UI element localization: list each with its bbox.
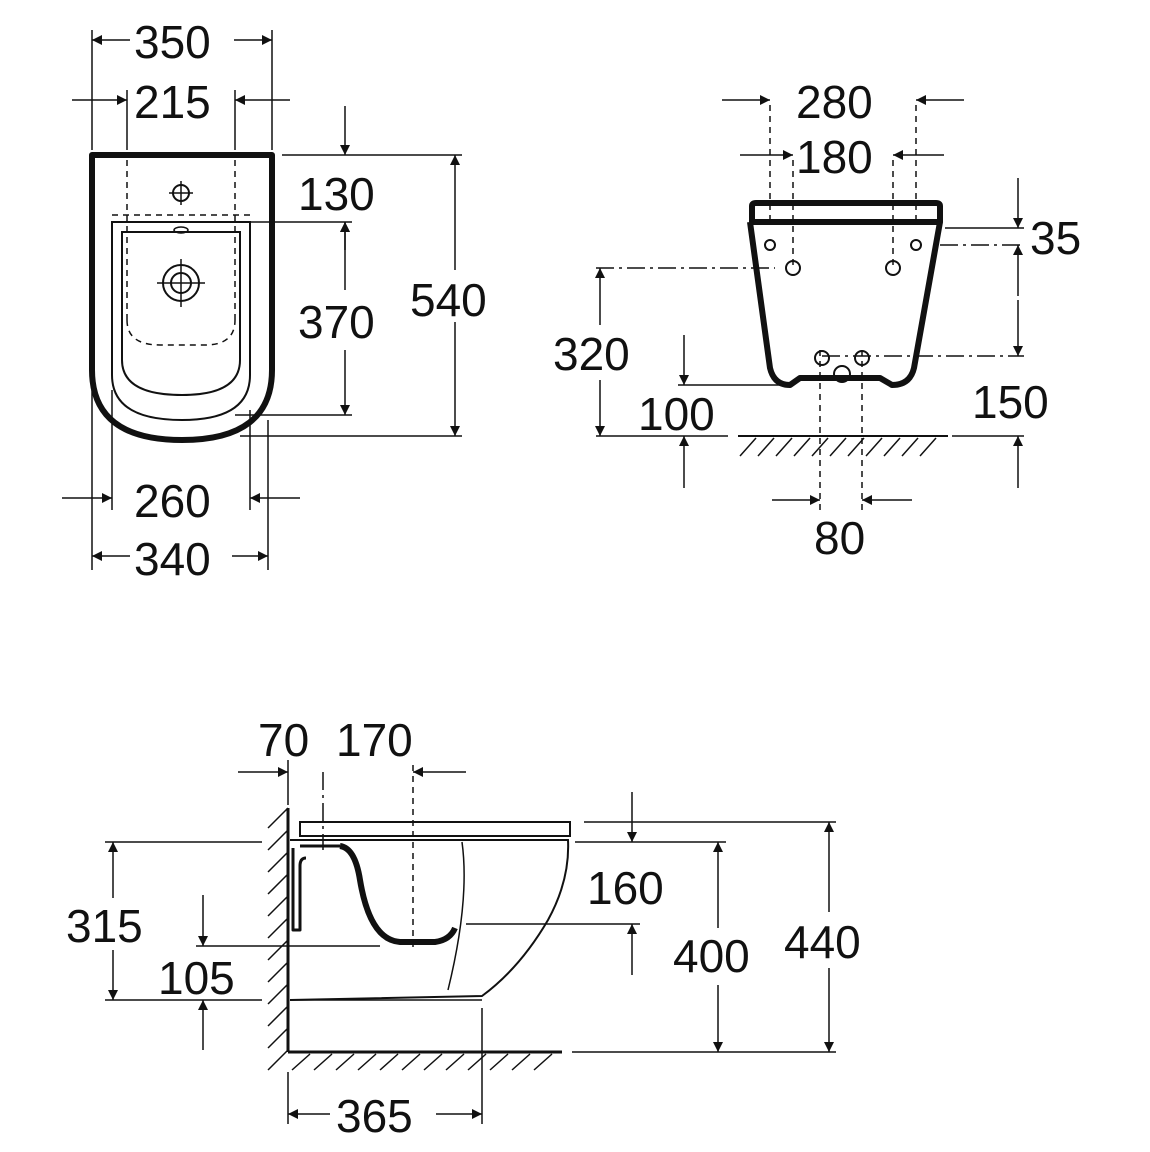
- wall-hatch: [267, 807, 289, 1071]
- dim-80: 80: [814, 512, 865, 564]
- floor-hatch: [739, 437, 937, 457]
- top-view-inner-rim: [121, 231, 241, 397]
- dim-350: 350: [134, 16, 211, 68]
- dim-440: 440: [784, 916, 861, 968]
- dim-315: 315: [66, 900, 143, 952]
- dim-340: 340: [134, 533, 211, 585]
- dim-400: 400: [673, 930, 750, 982]
- dim-365: 365: [336, 1090, 413, 1142]
- fixing-hole-icon: [764, 239, 922, 383]
- dim-35: 35: [1030, 212, 1081, 264]
- top-view-bowl: [111, 221, 251, 422]
- side-view-bowl: [339, 843, 458, 945]
- side-view-body: [289, 839, 570, 1001]
- dim-105: 105: [158, 952, 235, 1004]
- dim-280: 280: [796, 76, 873, 128]
- dim-170: 170: [336, 714, 413, 766]
- dim-260: 260: [134, 475, 211, 527]
- dim-370: 370: [298, 296, 375, 348]
- dim-70: 70: [258, 714, 309, 766]
- rear-view-body: [747, 221, 943, 388]
- dim-215: 215: [134, 76, 211, 128]
- rear-view: 280 180 35 320 100 150 80: [553, 76, 1081, 564]
- rear-view-top: [749, 200, 943, 225]
- drain-icon: [157, 259, 205, 307]
- side-floor-hatch: [291, 1053, 553, 1071]
- dim-130: 130: [298, 168, 375, 220]
- top-view-outline: [89, 152, 275, 443]
- dim-150: 150: [972, 376, 1049, 428]
- top-view: 350 215 130 370 540 260 340: [62, 16, 487, 585]
- side-view-seat: [299, 821, 571, 837]
- dim-160: 160: [587, 862, 664, 914]
- dim-320: 320: [553, 328, 630, 380]
- dim-180: 180: [796, 131, 873, 183]
- dim-100: 100: [638, 388, 715, 440]
- dim-540: 540: [410, 274, 487, 326]
- tap-hole-icon: [169, 181, 193, 205]
- side-view: 70 170 315 105 160 400 440 365: [66, 714, 861, 1142]
